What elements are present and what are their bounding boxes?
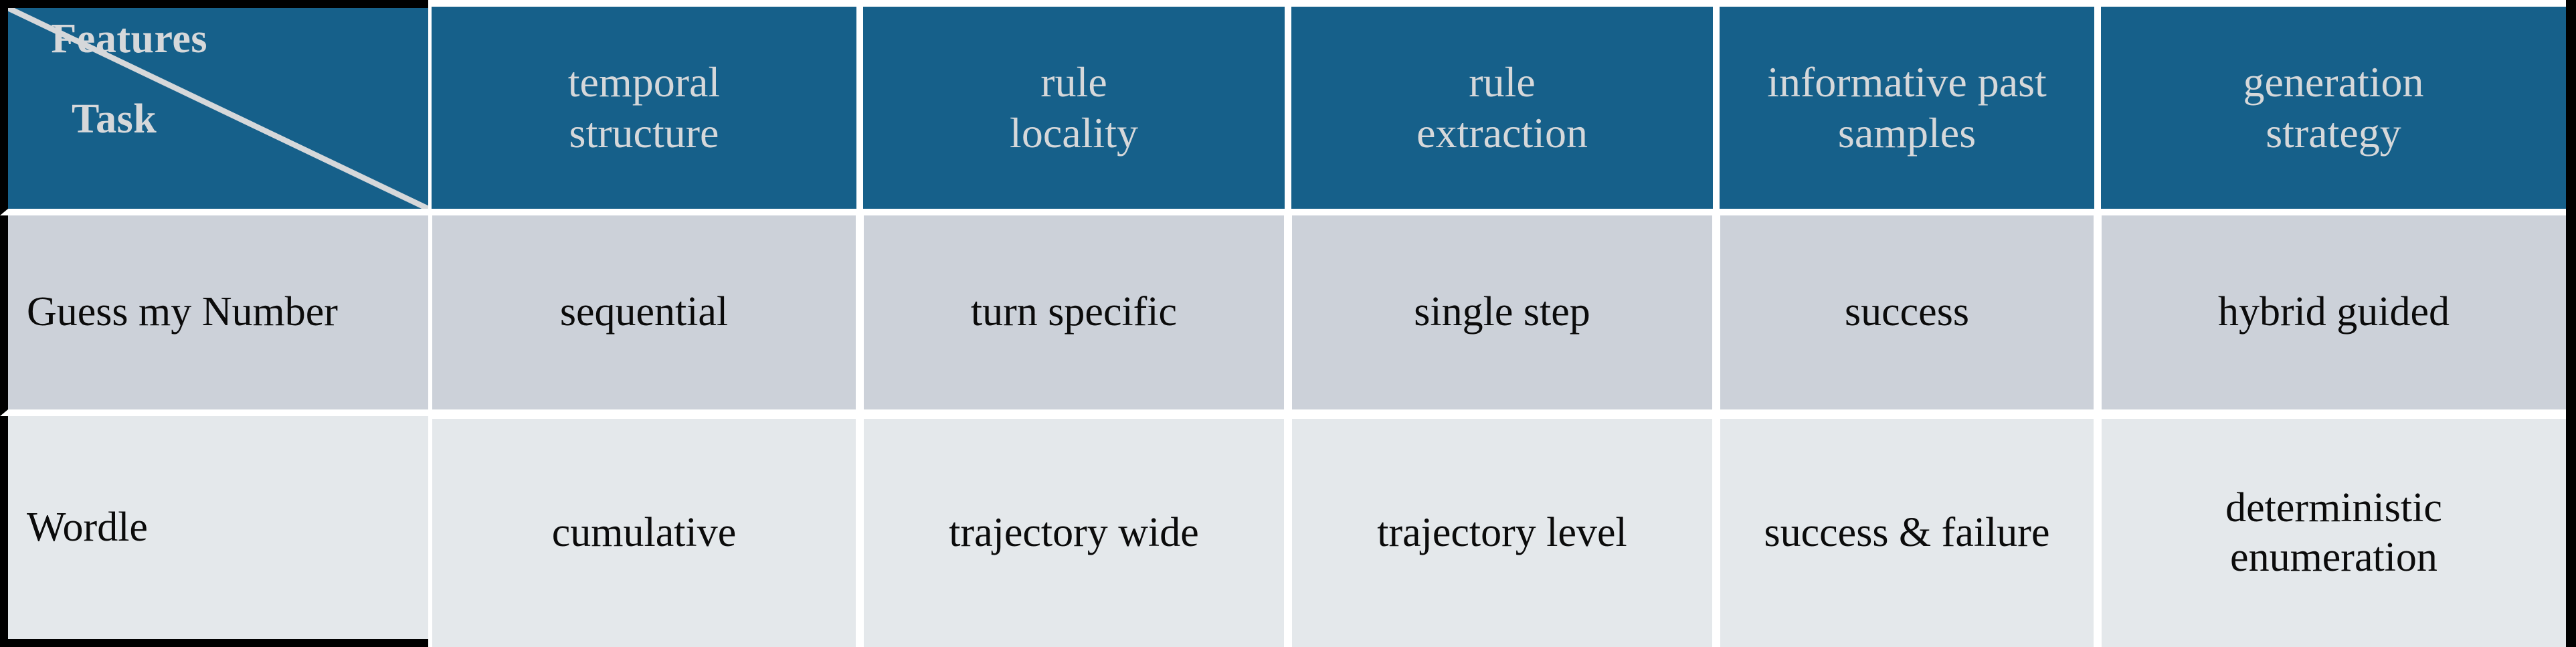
row-label-guess-my-number: Guess my Number <box>0 215 428 416</box>
cell-text: single step <box>1414 289 1590 335</box>
cell-text: hybrid guided <box>2217 289 2450 335</box>
row-label-wordle: Wordle <box>0 416 428 647</box>
cell-wordle-extraction: trajectory level <box>1288 416 1716 647</box>
header-corner-cell: Features Task <box>0 0 428 215</box>
column-header-rule-extraction: rule extraction <box>1288 0 1716 215</box>
header-task-label: Task <box>72 96 157 142</box>
column-header-line2: samples <box>1837 109 1976 157</box>
column-header-temporal-structure: temporal structure <box>428 0 860 215</box>
cell-wordle-generation: deterministic enumeration <box>2098 416 2566 647</box>
column-header-rule-locality: rule locality <box>860 0 1288 215</box>
column-header-line1: generation <box>2243 58 2424 106</box>
cell-guess-my-number-temporal: sequential <box>428 215 860 416</box>
column-header-line2: structure <box>569 109 719 157</box>
cell-text: sequential <box>559 289 729 335</box>
cell-text: turn specific <box>970 289 1178 335</box>
cell-text-line2: enumeration <box>2230 534 2437 580</box>
cell-text: Guess my Number <box>27 289 338 335</box>
column-header-generation-strategy: generation strategy <box>2098 0 2566 215</box>
cell-text: success & failure <box>1764 509 2050 555</box>
cell-text: trajectory wide <box>949 509 1199 555</box>
cell-text: trajectory level <box>1377 509 1627 555</box>
column-header-informative-past-samples: informative past samples <box>1716 0 2098 215</box>
column-header-line1: rule <box>1040 58 1107 106</box>
cell-guess-my-number-locality: turn specific <box>860 215 1288 416</box>
column-header-line1: informative past <box>1767 58 2047 106</box>
cell-text: Wordle <box>27 504 148 550</box>
header-features-label: Features <box>51 16 207 62</box>
cell-text: deterministic <box>2225 485 2442 531</box>
column-header-line2: extraction <box>1416 109 1588 157</box>
cell-guess-my-number-generation: hybrid guided <box>2098 215 2566 416</box>
column-header-line2: strategy <box>2266 109 2401 157</box>
cell-wordle-past-samples: success & failure <box>1716 416 2098 647</box>
cell-text: success <box>1845 289 1969 335</box>
cell-guess-my-number-past-samples: success <box>1716 215 2098 416</box>
cell-text: cumulative <box>551 509 737 555</box>
cell-wordle-locality: trajectory wide <box>860 416 1288 647</box>
cell-wordle-temporal: cumulative <box>428 416 860 647</box>
column-header-line1: rule <box>1469 58 1536 106</box>
column-header-line1: temporal <box>567 58 721 106</box>
cell-guess-my-number-extraction: single step <box>1288 215 1716 416</box>
column-header-line2: locality <box>1010 109 1138 157</box>
